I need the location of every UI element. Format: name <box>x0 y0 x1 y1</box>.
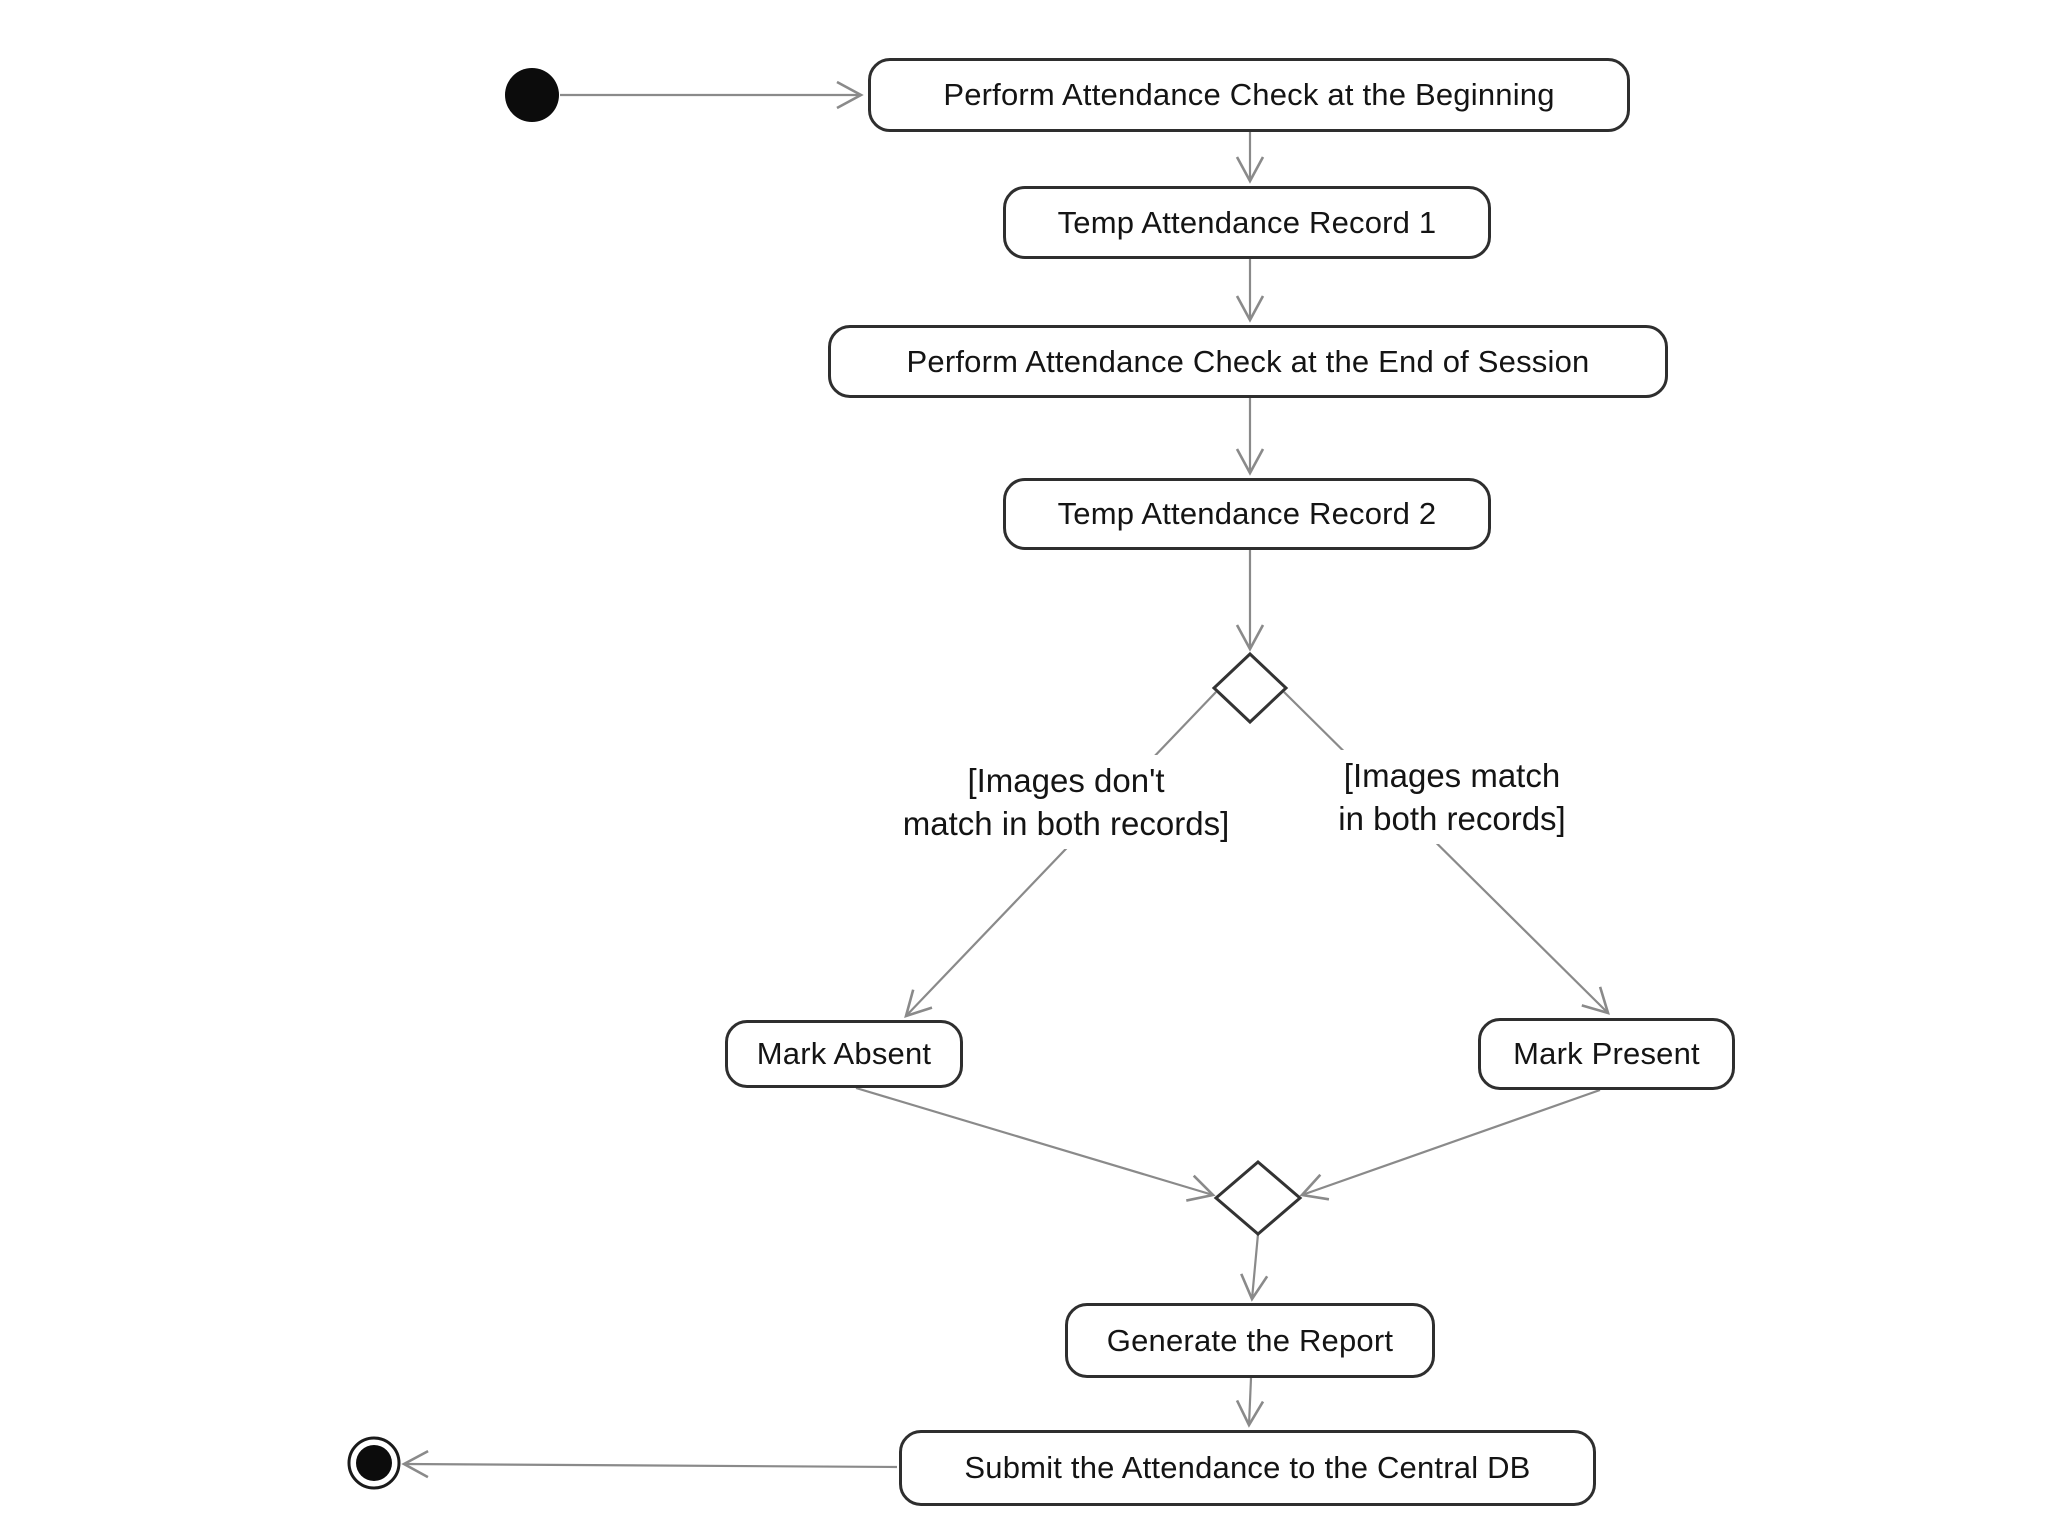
guard-label-images-match: [Images match in both records] <box>1302 750 1602 844</box>
edge-generate-to-submit <box>1235 1377 1265 1428</box>
edge-decision-to-mark-present <box>1283 691 1610 1015</box>
guard-line: [Images match <box>1343 757 1561 794</box>
edge-submit-to-end <box>401 1449 898 1479</box>
guard-label-images-dont-match: [Images don't match in both records] <box>868 755 1264 849</box>
activity-temp-attendance-record-2: Temp Attendance Record 2 <box>1003 478 1491 550</box>
guard-line: in both records] <box>1338 800 1566 837</box>
activity-mark-absent: Mark Absent <box>725 1020 963 1088</box>
activity-temp-attendance-record-1: Temp Attendance Record 1 <box>1003 186 1491 259</box>
initial-node <box>505 68 559 122</box>
activity-generate-the-report: Generate the Report <box>1065 1303 1435 1378</box>
activity-perform-attendance-check-beginning: Perform Attendance Check at the Beginnin… <box>868 58 1630 132</box>
guard-line: match in both records] <box>902 805 1230 842</box>
decision-diamond <box>1211 651 1289 725</box>
activity-perform-attendance-check-end: Perform Attendance Check at the End of S… <box>828 325 1668 398</box>
final-node <box>347 1436 401 1490</box>
edge-decision-to-mark-absent <box>904 691 1217 1018</box>
edge-mark-present-to-merge <box>1299 1088 1601 1201</box>
merge-diamond <box>1213 1160 1303 1236</box>
activity-submit-attendance-central-db: Submit the Attendance to the Central DB <box>899 1430 1596 1506</box>
guard-line: [Images don't <box>967 762 1165 799</box>
edge-mark-absent-to-merge <box>855 1086 1216 1202</box>
activity-mark-present: Mark Present <box>1478 1018 1735 1090</box>
edge-merge-to-generate <box>1240 1233 1269 1302</box>
